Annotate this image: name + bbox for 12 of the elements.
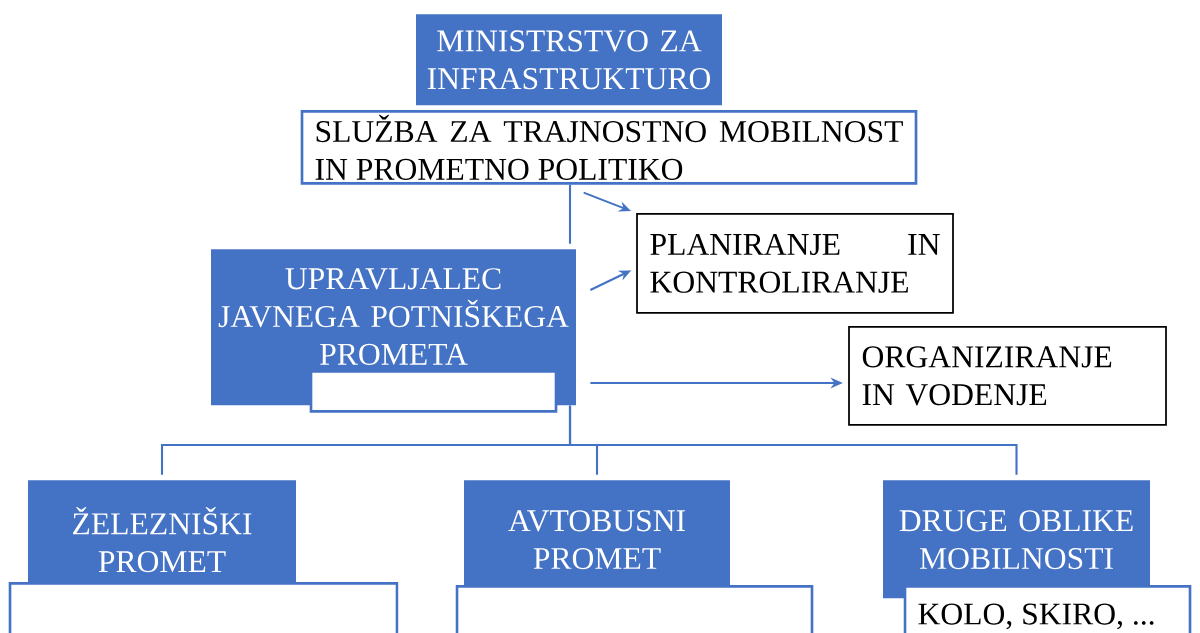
empty-box	[309, 370, 558, 413]
task-box: PLANIRANJE IN KONTROLIRANJE	[636, 213, 954, 314]
task-box: ORGANIZIRANJE IN VODENJE	[848, 326, 1167, 426]
label-box: SLUŽBA ZA TRAJNOSTNO MOBILNOST IN PROMETNO POLITIKO	[300, 110, 918, 185]
label-box: KOLO, SKIRO, ...	[903, 585, 1192, 633]
connector-line	[568, 184, 572, 244]
department-box: DRUGE OBLIKE MOBILNOSTI	[883, 480, 1150, 599]
department-box: AVTOBUSNI PROMET	[464, 480, 730, 599]
connector-line	[568, 405, 1018, 475]
empty-box	[8, 582, 399, 633]
department-box: MINISTRSTVO ZA INFRASTRUKTURO	[416, 14, 722, 106]
empty-box	[455, 585, 814, 633]
